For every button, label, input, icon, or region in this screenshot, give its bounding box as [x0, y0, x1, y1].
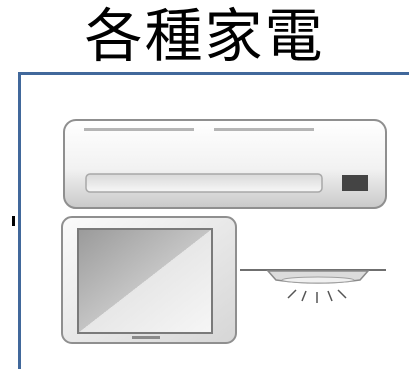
- ceiling-light-icon: [238, 258, 388, 314]
- frame-top-border: [18, 72, 409, 75]
- frame-left-border: [18, 72, 21, 369]
- air-conditioner-icon: [62, 118, 388, 210]
- side-tick-mark: [12, 216, 15, 226]
- television-icon: [60, 215, 238, 345]
- page-title: 各種家電: [84, 2, 325, 70]
